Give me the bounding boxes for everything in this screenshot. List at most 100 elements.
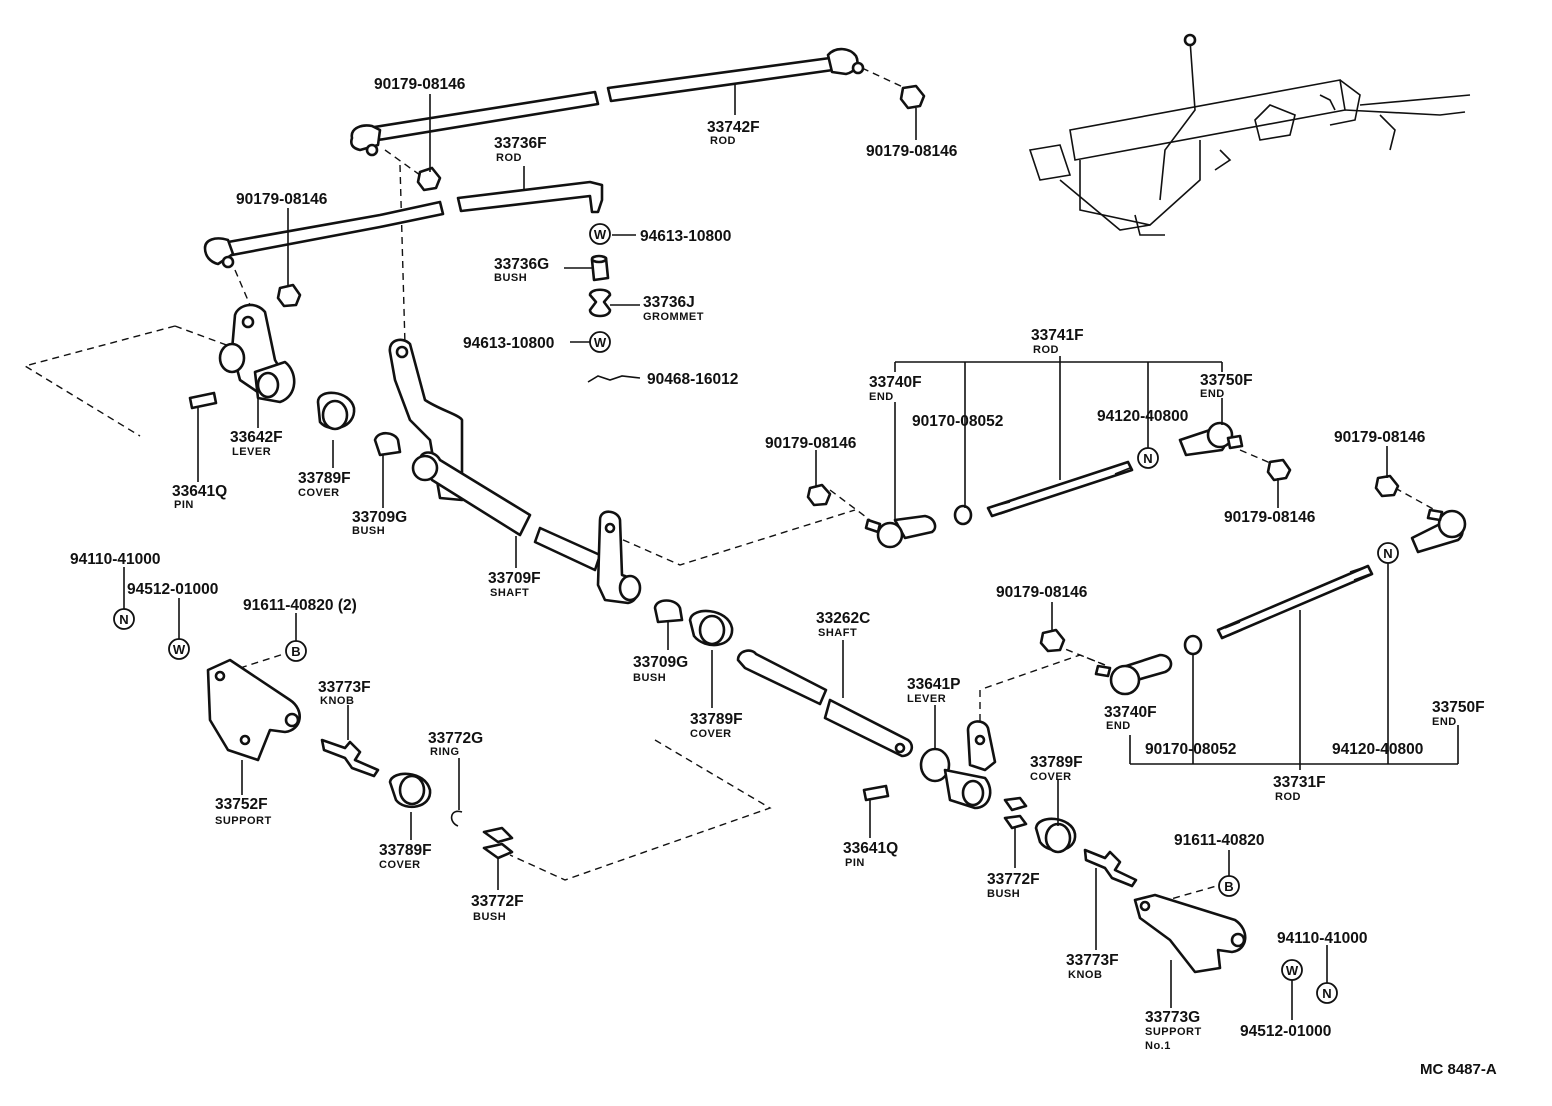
label-91611-a: 91611-40820 (2) — [243, 597, 357, 614]
nut-symbol-94110-a: N — [113, 608, 135, 630]
nut-90179-33740F-lower — [1039, 628, 1066, 653]
label-33773F-b-desc: KNOB — [1068, 969, 1102, 981]
label-33642F-desc: LEVER — [232, 446, 271, 458]
nut-90170-lower — [1183, 634, 1203, 656]
upper-rod-33742F — [349, 47, 865, 157]
lower-rod-33736F — [203, 180, 604, 269]
part-labels: 90179-08146 33742F ROD 90179-08146 33736… — [70, 76, 1497, 1078]
svg-text:N: N — [119, 612, 128, 627]
bolt-symbol-91611-a: B — [285, 640, 307, 662]
svg-text:N: N — [1143, 451, 1152, 466]
label-33736J: 33736J — [643, 294, 695, 311]
label-33750F-a-desc: END — [1200, 388, 1225, 400]
label-33772G: 33772G — [428, 730, 483, 747]
washer-symbol-94512-a: W — [168, 638, 190, 660]
label-94512-a: 94512-01000 — [127, 581, 218, 598]
label-33736F: 33736F — [494, 135, 547, 152]
label-33789F-a-desc: COVER — [298, 487, 340, 499]
support-33752F — [206, 658, 301, 762]
rod-33731F — [1216, 564, 1374, 640]
label-94613-b: 94613-10800 — [463, 335, 554, 352]
svg-text:N: N — [1322, 986, 1331, 1001]
cover-33789F-centre — [688, 609, 734, 647]
label-90179-d: 90179-08146 — [765, 435, 857, 452]
diagram-reference: MC 8487-A — [1420, 1061, 1497, 1078]
label-33641Q-a-desc: PIN — [174, 499, 194, 511]
label-33736F-desc: ROD — [496, 152, 522, 164]
label-90179-g: 90179-08146 — [996, 584, 1088, 601]
label-33772F-a-desc: BUSH — [473, 911, 506, 923]
label-90179-f: 90179-08146 — [1334, 429, 1426, 446]
nut-symbol-94120-b: N — [1377, 542, 1399, 564]
label-33709G-a-desc: BUSH — [352, 525, 385, 537]
cover-33789F-left-bottom — [388, 772, 432, 809]
label-33773F-a-desc: KNOB — [320, 695, 354, 707]
nut-90170-upper — [953, 504, 973, 526]
label-33773G-no1: No.1 — [1145, 1040, 1171, 1052]
label-94613-a: 94613-10800 — [640, 228, 731, 245]
grommet-33736J — [588, 288, 612, 318]
svg-text:N: N — [1383, 546, 1392, 561]
end-33750F-upper — [1178, 421, 1244, 457]
label-33740F-a-desc: END — [869, 391, 894, 403]
nut-90179-33750F-upper — [1266, 458, 1292, 482]
pin-33641Q-centre — [862, 784, 890, 802]
knob-33773F-left — [320, 738, 380, 778]
label-33752F: 33752F — [215, 796, 268, 813]
bush-33772F-right — [1003, 796, 1028, 830]
label-90170-a: 90170-08052 — [912, 413, 1003, 430]
label-33789F-a: 33789F — [298, 470, 351, 487]
label-94110-b: 94110-41000 — [1277, 930, 1368, 947]
shaft-33709F — [388, 338, 642, 605]
cover-33789F-left-top — [316, 391, 356, 431]
end-33750F-lower — [1410, 508, 1467, 554]
overview-linkage-sketch — [1028, 33, 1471, 236]
label-90179-b: 90179-08146 — [866, 143, 958, 160]
label-33773G: 33773G — [1145, 1009, 1200, 1026]
label-33773F-b: 33773F — [1066, 952, 1119, 969]
lever-33642F — [218, 303, 296, 404]
label-33773G-desc: SUPPORT — [1145, 1026, 1202, 1038]
hardware-symbols: W W N N N W B B — [113, 223, 1399, 1004]
clip-90468 — [587, 375, 641, 383]
label-33262C-desc: SHAFT — [818, 627, 857, 639]
nut-symbol-94120-a: N — [1137, 447, 1159, 469]
label-33740F-a: 33740F — [869, 374, 922, 391]
svg-text:W: W — [1286, 963, 1299, 978]
label-33789F-b: 33789F — [379, 842, 432, 859]
label-33772G-desc: RING — [430, 746, 460, 758]
label-33772F-b-desc: BUSH — [987, 888, 1020, 900]
label-91611-b: 91611-40820 — [1174, 832, 1265, 849]
ring-33772G — [450, 810, 463, 827]
label-90179-a: 90179-08146 — [374, 76, 466, 93]
cover-33789F-right — [1034, 817, 1077, 854]
bush-33736G — [590, 254, 610, 282]
label-33789F-c: 33789F — [690, 711, 743, 728]
label-33750F-b: 33750F — [1432, 699, 1485, 716]
label-33731F-desc: ROD — [1275, 791, 1301, 803]
label-33741F: 33741F — [1031, 327, 1084, 344]
lever-33641P — [919, 720, 997, 810]
bush-33709G-centre — [653, 599, 684, 624]
label-33772F-a: 33772F — [471, 893, 524, 910]
assembly-guide-lines — [23, 67, 1436, 906]
label-33750F-b-desc: END — [1432, 716, 1457, 728]
label-33736G-desc: BUSH — [494, 272, 527, 284]
label-33789F-b-desc: COVER — [379, 859, 421, 871]
label-33709F: 33709F — [488, 570, 541, 587]
label-33641Q-a: 33641Q — [172, 483, 227, 500]
label-33752F-desc: SUPPORT — [215, 815, 272, 827]
label-33736G: 33736G — [494, 256, 549, 273]
svg-text:W: W — [594, 335, 607, 350]
bush-33772F-left — [482, 826, 514, 860]
label-33641P: 33641P — [907, 676, 960, 693]
label-33742F-desc: ROD — [710, 135, 736, 147]
knob-33773F-right — [1083, 848, 1138, 888]
label-33750F-a: 33750F — [1200, 372, 1253, 389]
label-90468: 90468-16012 — [647, 371, 738, 388]
nut-90179-33750F-lower — [1374, 474, 1400, 498]
label-33789F-c-desc: COVER — [690, 728, 732, 740]
label-33736J-desc: GROMMET — [643, 311, 704, 323]
